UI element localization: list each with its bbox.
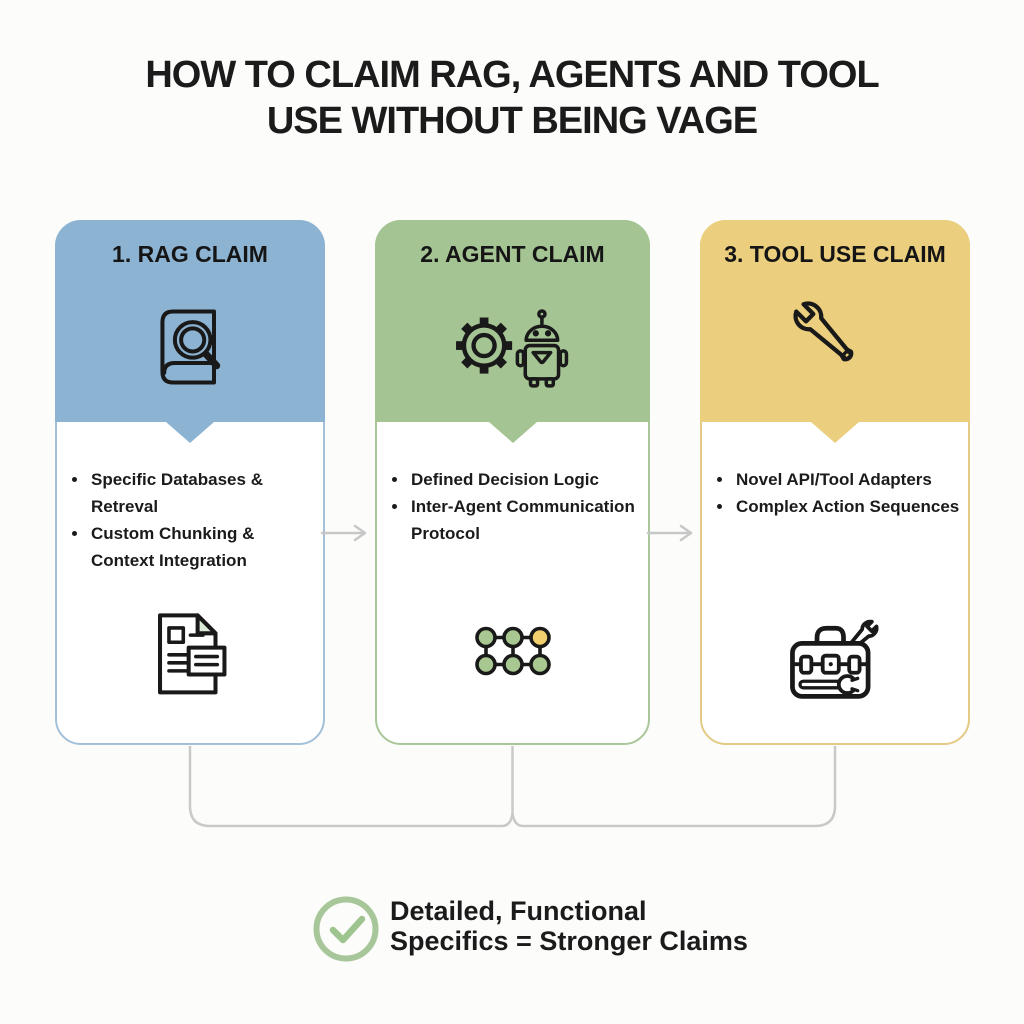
bullet-item: Specific Databases & Retreval: [89, 466, 319, 520]
card-tool-notch: [811, 422, 859, 443]
footer-message-line2: Specifics = Stronger Claims: [390, 926, 748, 956]
arrow-right-icon: [646, 524, 693, 542]
card-rag-claim: 1. RAG CLAIM Specific Databases & Retrev…: [55, 220, 325, 745]
card-agent-claim: 2. AGENT CLAIM: [375, 220, 650, 745]
card-agent-notch: [488, 422, 537, 443]
card-tool-use-claim: 3. TOOL USE CLAIM Novel API/Tool Adapter…: [700, 220, 970, 745]
toolbox-icon: [783, 609, 887, 709]
wrench-icon: [791, 300, 879, 386]
card-rag-title: 1. RAG CLAIM: [112, 241, 268, 267]
page-title-line2: USE WITHOUT BEING VAGE: [266, 100, 758, 142]
card-agent-title: 2. AGENT CLAIM: [420, 241, 605, 267]
card-tool-header: 3. TOOL USE CLAIM: [700, 220, 970, 422]
footer-message: Detailed, Functional Specifics = Stronge…: [390, 896, 748, 956]
bullet-item: Defined Decision Logic: [409, 466, 644, 493]
arrow-right-icon: [320, 524, 367, 542]
bullet-item: Complex Action Sequences: [734, 493, 964, 520]
card-agent-header: 2. AGENT CLAIM: [375, 220, 650, 422]
network-nodes-icon: [468, 623, 558, 679]
book-magnifier-icon: [150, 300, 230, 394]
card-rag-header: 1. RAG CLAIM: [55, 220, 325, 422]
bullet-item: Inter-Agent Communication Protocol: [409, 493, 644, 547]
gear-robot-icon: [447, 300, 579, 392]
card-agent-bullets: Defined Decision Logic Inter-Agent Commu…: [377, 222, 648, 547]
checkmark-circle-icon: [311, 894, 381, 964]
page-title-line1: HOW TO CLAIM RAG, AGENTS AND TOOL: [145, 54, 879, 96]
page-title: HOW TO CLAIM RAG, AGENTS AND TOOL USE WI…: [0, 52, 1024, 144]
card-rag-bullets: Specific Databases & Retreval Custom Chu…: [57, 222, 323, 574]
card-rag-notch: [166, 422, 214, 443]
card-tool-title: 3. TOOL USE CLAIM: [724, 241, 946, 267]
card-tool-bullets: Novel API/Tool Adapters Complex Action S…: [702, 222, 968, 520]
bullet-item: Novel API/Tool Adapters: [734, 466, 964, 493]
merge-tree-lines: [188, 746, 837, 828]
bullet-item: Custom Chunking & Context Integration: [89, 520, 319, 574]
document-icon: [148, 607, 233, 699]
footer-message-line1: Detailed, Functional: [390, 896, 647, 926]
